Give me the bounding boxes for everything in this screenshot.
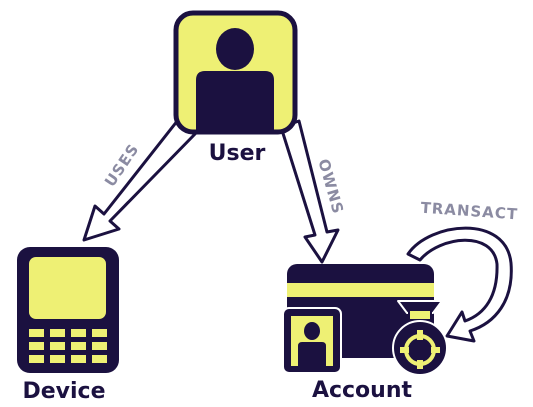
photo-id-icon [282,307,342,374]
node-user: User [173,10,298,166]
node-account: Account [282,264,448,403]
user-label: User [209,141,266,166]
account-label: Account [312,378,413,403]
mobile-phone-icon [17,247,119,373]
transact-label: TRANSACT [420,199,519,224]
transact-arrow [406,226,513,343]
edge-owns: OWNS [279,119,347,264]
edge-uses: USES [82,118,197,242]
node-device: Device [17,247,119,404]
uses-arrow [82,118,197,242]
device-label: Device [22,379,105,404]
owns-arrow [279,119,340,264]
user-icon [173,10,298,135]
credit-card-icon [282,264,448,376]
money-bag-icon [392,300,448,376]
